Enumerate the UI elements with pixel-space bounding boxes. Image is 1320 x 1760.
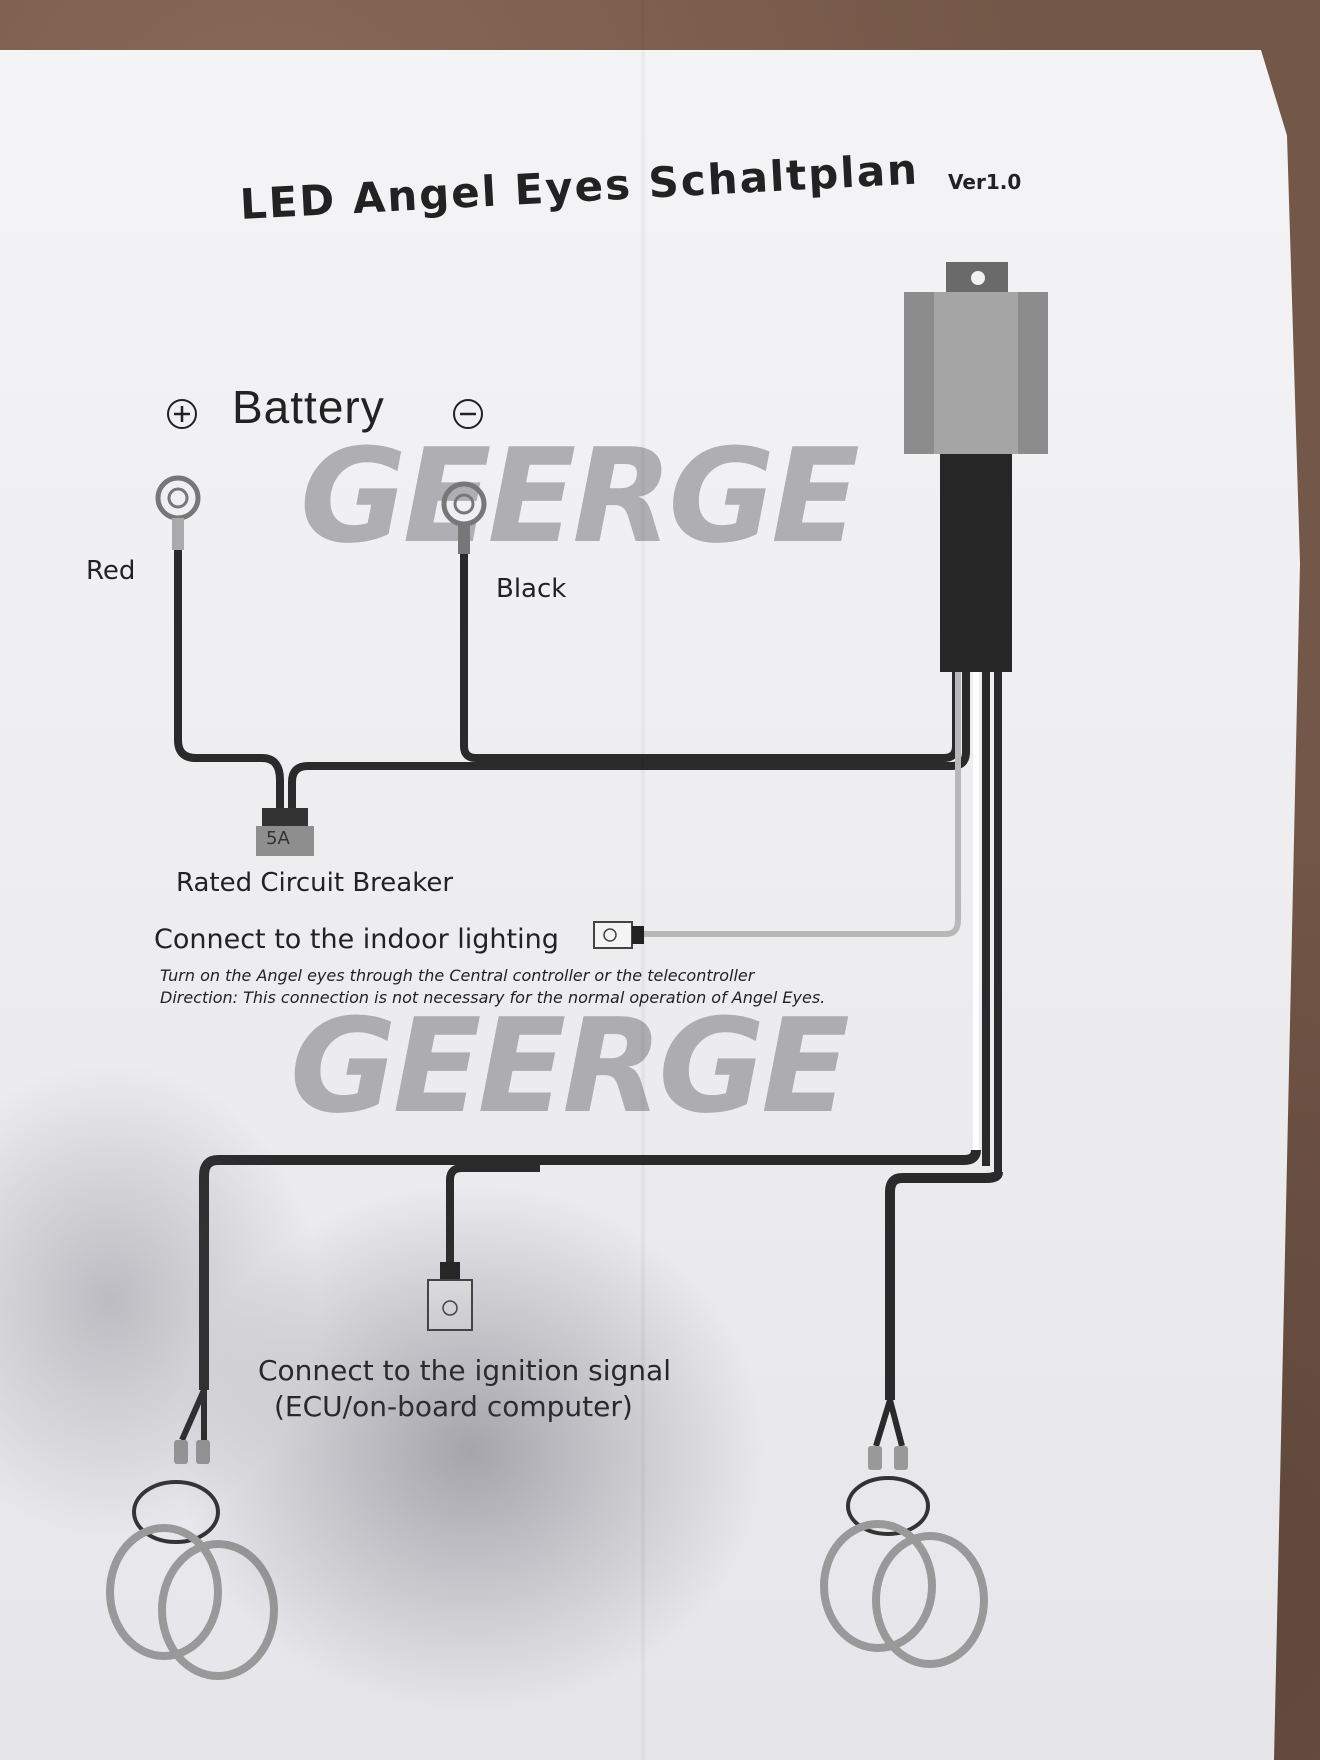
fuse-icon [256, 808, 314, 856]
ring-terminal-icon [155, 475, 201, 550]
ignition-label: Connect to the ignition signal [258, 1354, 671, 1387]
left-trunk-wire [199, 1149, 981, 1390]
battery-label: Battery [232, 381, 385, 433]
fuse-rating-label: 5A [266, 828, 290, 849]
minus-terminal-icon [453, 399, 483, 429]
relay-icon [904, 262, 1048, 672]
right-connector-pair [868, 1399, 908, 1470]
connector-icon [593, 921, 644, 949]
fuse-wire [288, 672, 970, 808]
right-branch-wire [885, 1171, 1003, 1400]
indoor-lighting-label: Connect to the indoor lighting [154, 924, 559, 955]
ignition-sublabel: (ECU/on-board computer) [274, 1390, 633, 1423]
note-line: Turn on the Angel eyes through the Centr… [160, 966, 755, 985]
angel-eye-ring-icon [820, 1476, 988, 1668]
note-line: Direction: This connection is not necess… [160, 988, 826, 1007]
watermark-logo: GEERGE [290, 990, 850, 1142]
angel-eye-ring-icon [106, 1480, 278, 1680]
black-wire-label: Black [496, 574, 567, 604]
circuit-breaker-label: Rated Circuit Breaker [176, 868, 454, 898]
connector-icon [427, 1262, 473, 1331]
watermark-logo: GEERGE [300, 420, 860, 572]
plus-terminal-icon [167, 399, 197, 429]
indoor-lighting-wire [642, 672, 961, 937]
version-label: Ver1.0 [948, 170, 1022, 194]
paper-sheet [0, 50, 1300, 1760]
ring-terminal-icon [441, 481, 487, 554]
red-wire [174, 550, 284, 808]
ignition-wire [446, 1164, 540, 1270]
red-wire-label: Red [86, 556, 136, 586]
left-connector-pair [174, 1388, 210, 1464]
